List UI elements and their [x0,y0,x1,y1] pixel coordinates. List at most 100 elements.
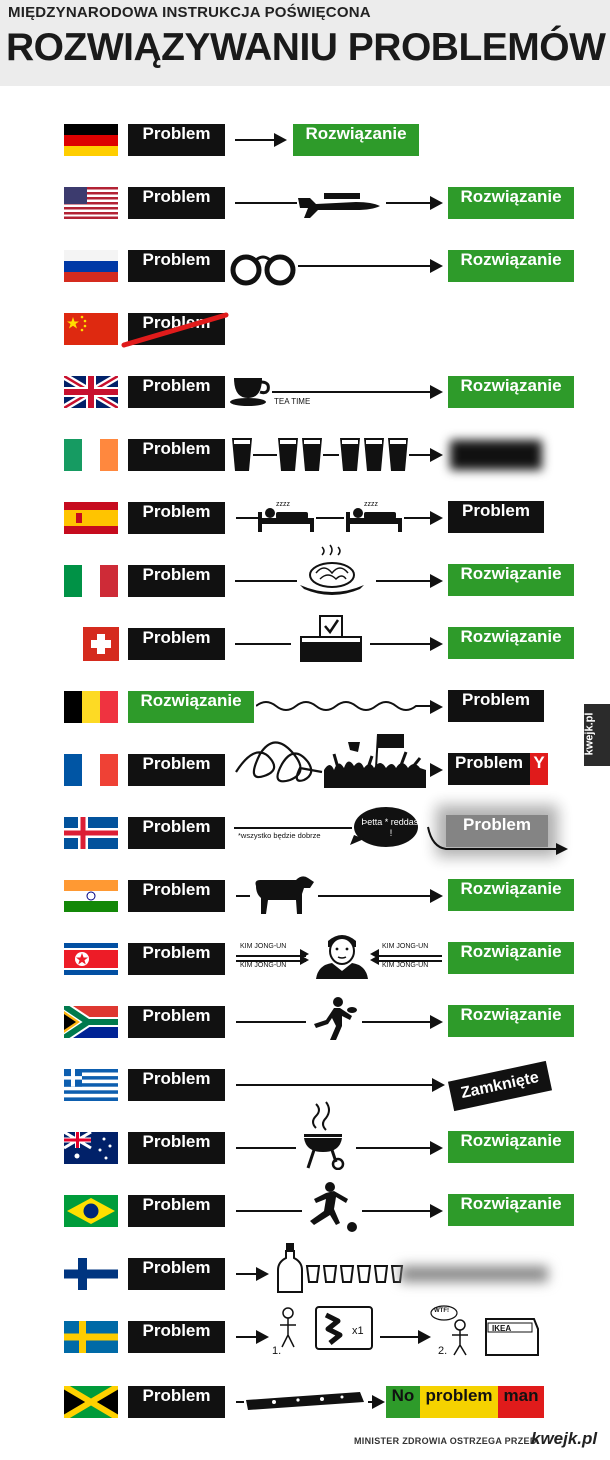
problem-box: Problem [128,376,225,408]
solution-box: Rozwiązanie [448,1005,574,1037]
sleeping-bed-icon: zzzz [346,501,402,532]
row-finland: Problem [0,1243,610,1293]
row-sweden: Problem 1. x1 WTF! 2. IKEA [0,1305,610,1357]
tea-time-label: TEA TIME [274,397,311,406]
speech-bubble-icon [350,807,418,847]
flag-south-africa-icon [64,1006,118,1038]
solution-box: Rozwiązanie [448,879,574,911]
vodka-bottle-icon [277,1243,303,1293]
flag-usa-icon [64,187,118,219]
blurred-glasses [400,1266,548,1282]
man-box: man [498,1386,544,1418]
flag-iceland-icon [64,817,118,849]
no-box: No [386,1386,420,1418]
page-title: ROZWIĄZYWANIU PROBLEMÓW [6,26,606,69]
flag-greece-icon [64,1069,118,1101]
solution-box: Rozwiązanie [448,627,574,659]
pint-glass-icon [232,438,430,471]
solution-box: Rozwiązanie [448,187,574,219]
problem-box: Problem [128,1132,225,1164]
row-belgium: Rozwiązanie Problem [0,689,610,725]
row-spain: Problem zzzz zzzz Problem [0,500,610,536]
problem-box: Problem [128,1069,225,1101]
svg-text:zzzz: zzzz [276,501,291,508]
pasta-plate-icon [300,544,364,595]
solution-box: Rozwiązanie [128,691,254,723]
wavy-line-icon [256,701,430,711]
step-1-label: 1. [272,1345,282,1357]
problem-box: Problem [128,502,225,534]
row-north-korea: Problem KIM JONG-UN KIM JONG-UN KIM JONG… [0,935,610,979]
row-iceland: Problem *wszystko będzie dobrze Þetta * … [0,807,610,855]
side-tab[interactable]: kwejk.pl [583,704,610,766]
sleeping-bed-icon: zzzz [258,501,314,532]
row-usa: Problem Rozwiązanie [0,185,610,221]
red-letter-y: Y [530,753,548,785]
solution-box: Rozwiązanie [448,376,574,408]
flag-ireland-icon [64,439,118,471]
row-australia: Problem Rozwiązanie [0,1101,610,1170]
ballot-box-icon [300,615,362,662]
row-jamaica: Problem No problem man [0,1384,610,1420]
problem-box: Problem [128,1258,225,1290]
curved-arrow-icon [427,826,568,855]
joint-icon [246,1392,364,1410]
solution-box: Rozwiązanie [448,1194,574,1226]
problem-box: Problem [128,1321,225,1353]
flag-germany-icon [64,124,118,156]
problem-box: Problem [128,817,225,849]
problem-box: Problem [128,187,225,219]
header-subtitle: MIĘDZYNARODOWA INSTRUKCJA POŚWIĘCONA [8,4,371,21]
row-russia: Problem Rozwiązanie [0,248,610,286]
row-china: Problem [0,311,610,348]
flag-india-icon [64,880,118,912]
closed-sign: Zamknięte [447,1060,553,1112]
shot-glasses-icon [305,1265,404,1283]
step-2-label: 2. [438,1345,448,1357]
brand-logo[interactable]: kwejk.pl [531,1429,598,1448]
kim-jong-un-portrait-icon [316,935,368,979]
flag-brazil-icon [64,1195,118,1227]
problem-box: Problem [128,565,225,597]
solution-box: Rozwiązanie [293,124,419,156]
drone-icon [298,193,380,218]
kim-label: KIM JONG-UN [382,943,429,950]
health-warning-text: MINISTER ZDROWIA OSTRZEGA PRZED [354,1436,537,1446]
flag-finland-icon [64,1258,118,1290]
svg-text:zzzz: zzzz [364,501,379,508]
flag-jamaica-icon [64,1386,118,1418]
problem-yellow-box: problem [420,1386,498,1418]
ikea-instruction-icon [280,1306,373,1350]
tangled-scribble-icon [235,741,323,783]
iceland-bubble-text: Þetta * reddast ! [361,817,421,838]
handcuffs-icon [230,254,296,286]
row-ireland: Problem [0,437,610,473]
kim-label: KIM JONG-UN [382,962,429,969]
problem-result-box: Problem [448,690,544,722]
problem-box: Problem [128,1006,225,1038]
strike-through-icon [121,312,229,348]
protest-crowd-icon [324,733,426,788]
flag-china-icon [64,313,118,345]
barbecue-grill-icon [304,1101,345,1170]
football-player-icon [310,1182,357,1232]
solution-box: Rozwiązanie [448,942,574,974]
problem-box: Problem [128,1195,225,1227]
flag-sweden-icon [64,1321,118,1353]
flag-north-korea-icon [64,943,118,975]
problem-box: Problem [128,1386,225,1418]
solution-box: Rozwiązanie [448,564,574,596]
problem-result-box: Problem [448,753,530,785]
flag-france-icon [64,754,118,786]
side-tab-label: kwejk.pl [583,712,596,756]
header: MIĘDZYNARODOWA INSTRUKCJA POŚWIĘCONA ROZ… [0,0,610,86]
problem-box: Problem [128,124,225,156]
row-france: Problem Problem Y [0,733,610,788]
teacup-icon [230,378,270,406]
problem-result-box: Problem [448,501,544,533]
kim-label: KIM JONG-UN [240,943,287,950]
row-switzerland: Problem Rozwiązanie [0,615,610,662]
solution-box: Rozwiązanie [448,250,574,282]
ikea-label: IKEA [492,1324,512,1333]
x1-label: x1 [352,1325,364,1337]
